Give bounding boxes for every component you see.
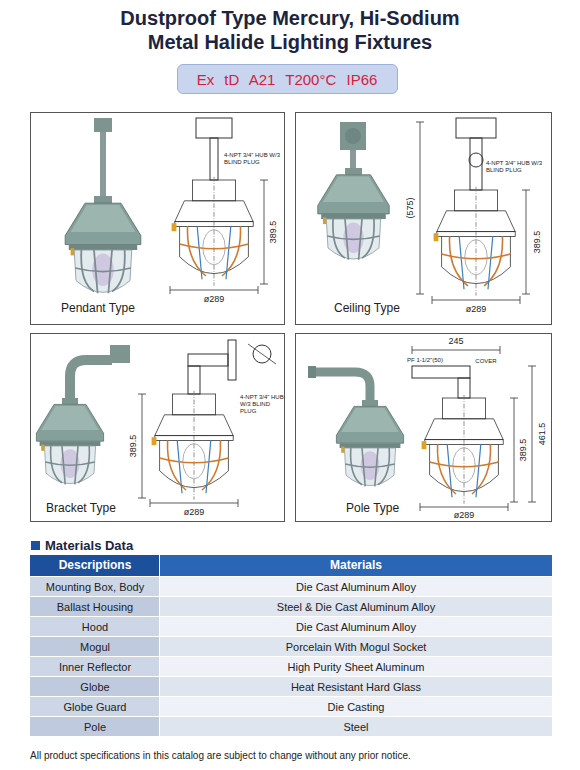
product-panel: Bracket Type [30, 333, 285, 522]
dimension-label: 4-NPT 3/4" HUB W/3 BLIND PLUG [240, 394, 284, 415]
table-cell-bg [160, 555, 552, 576]
table-cell-bg [160, 697, 552, 716]
table-cell-bg [30, 597, 159, 616]
table-cell: Porcelain With Mogul Socket [286, 640, 427, 653]
panel-caption: Ceiling Type [334, 301, 400, 315]
dimension-label: 4-NPT 3/4" HUB W/3 BLIND PLUG [486, 160, 546, 174]
table-cell-bg [30, 677, 159, 696]
page-title: Dustproof Type Mercury, Hi-Sodium Metal … [100, 6, 480, 54]
table-cell-bg [160, 617, 552, 636]
rating-text: Ex tD A21 T200°C IP66 [197, 71, 378, 88]
dimension-label: PF 1-1/2"(50) [407, 357, 443, 364]
table-cell-bg [30, 637, 159, 656]
table-cell-bg [160, 637, 552, 656]
dimension-label: ø289 [466, 304, 487, 314]
table-cell-bg [30, 617, 159, 636]
table-cell: Ballast Housing [57, 600, 133, 613]
table-cell-bg [30, 697, 159, 716]
table-cell: Die Cast Aluminum Alloy [296, 580, 416, 593]
dimension-label: ø289 [454, 510, 475, 520]
dimension-label: ø289 [184, 507, 205, 517]
table-cell: Heat Resistant Hard Glass [291, 680, 421, 693]
section-heading: Materials Data [45, 539, 133, 554]
table-cell-bg [30, 657, 159, 676]
panel-caption: Pole Type [346, 501, 399, 515]
panel-caption: Bracket Type [46, 501, 116, 515]
table-cell: Mounting Box, Body [46, 580, 144, 593]
dimension-label: (575) [405, 197, 415, 218]
table-cell: Globe [80, 680, 109, 693]
table-cell-bg [160, 597, 552, 616]
table-cell-bg [30, 717, 159, 736]
dimension-label: 4-NPT 3/4" HUB W/3 BLIND PLUG [224, 152, 282, 166]
dimension-label: 389.5 [532, 231, 542, 254]
table-cell: Pole [84, 720, 106, 733]
table-cell: Die Casting [328, 700, 385, 713]
product-panel: Ceiling Type [295, 112, 552, 325]
dimension-label: 389.5 [128, 435, 138, 458]
table-cell: Globe Guard [64, 700, 127, 713]
panel-caption: Pendant Type [61, 301, 135, 315]
table-cell-bg [160, 657, 552, 676]
table-cell-bg [160, 677, 552, 696]
dimension-label: 389.5 [518, 439, 528, 462]
table-cell-bg [160, 577, 552, 596]
table-cell: High Purity Sheet Aluminum [288, 660, 425, 673]
product-panel: Pendant Type [30, 112, 285, 325]
dimension-label: 461.5 [537, 423, 547, 446]
dimension-label: COVER [475, 358, 496, 365]
dimension-label: ø289 [204, 294, 225, 304]
table-cell: Steel & Die Cast Aluminum Alloy [277, 600, 435, 613]
table-cell: Die Cast Aluminum Alloy [296, 620, 416, 633]
table-cell: Hood [82, 620, 108, 633]
table-cell-bg [160, 717, 552, 736]
footnote: All product specifications in this catal… [30, 750, 411, 762]
rating-badge: Ex tD A21 T200°C IP66 [177, 64, 398, 94]
table-cell-bg [30, 577, 159, 596]
table-cell: Mogul [80, 640, 110, 653]
table-header: Descriptions [59, 559, 132, 573]
table-cell: Steel [343, 720, 368, 733]
table-cell: Inner Reflector [59, 660, 131, 673]
table-cell-bg [30, 555, 159, 576]
dimension-label: 389.5 [268, 221, 278, 244]
dimension-label: 245 [448, 336, 463, 346]
table-header: Materials [330, 559, 382, 573]
